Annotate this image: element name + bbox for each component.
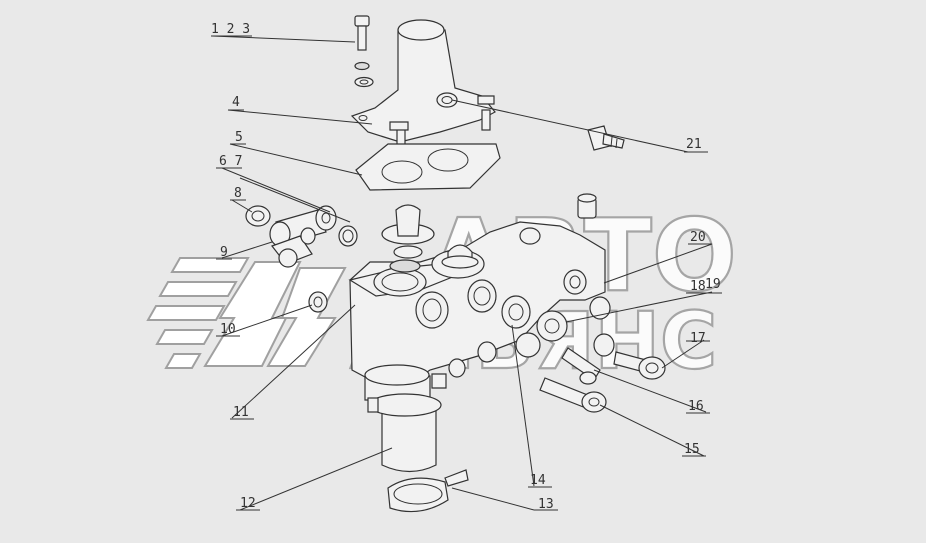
callout-15: 15 [684, 442, 700, 457]
fitting-21 [587, 125, 625, 151]
callout-8: 8 [234, 186, 242, 201]
callout-14: 14 [530, 473, 546, 488]
callout-5: 5 [235, 130, 243, 145]
callout-6-7: 6 7 [219, 154, 242, 169]
outlet-cover-4 [350, 19, 496, 153]
callout-9: 9 [220, 245, 228, 260]
clamp-13 [387, 469, 469, 513]
nut-8 [245, 205, 271, 227]
callout-1-2-3: 1 2 3 [211, 22, 250, 37]
nut-18-19 [536, 310, 568, 342]
fitting-9 [271, 227, 316, 268]
callout-21: 21 [686, 137, 702, 152]
callout-20: 20 [690, 230, 706, 245]
gasket-5 [355, 143, 501, 191]
washers-2-3 [354, 61, 374, 88]
clamp-upper [367, 393, 442, 417]
callout-17: 17 [690, 331, 706, 346]
callout-18: 18 [690, 279, 706, 294]
washer-10 [308, 291, 328, 313]
callout-13: 13 [538, 497, 554, 512]
callout-11: 11 [233, 405, 249, 420]
bolt-17 [613, 351, 666, 380]
callout-labels: 1 2 3 4 5 6 7 8 9 10 11 12 13 14 15 16 1… [211, 22, 722, 512]
leader-lines [211, 35, 713, 511]
thermostat-element-2 [441, 244, 479, 269]
callout-4: 4 [232, 95, 240, 110]
callout-10: 10 [220, 322, 236, 337]
thermostat-element [381, 204, 435, 273]
callout-12: 12 [240, 496, 256, 511]
plug-top [577, 193, 597, 219]
bolt-16 [561, 347, 601, 385]
callout-16: 16 [688, 399, 704, 414]
watermark-logo [146, 257, 347, 369]
bolt-1 [354, 15, 370, 51]
bolt-15 [539, 377, 607, 413]
bush-14 [501, 295, 541, 358]
callout-19: 19 [705, 277, 721, 292]
